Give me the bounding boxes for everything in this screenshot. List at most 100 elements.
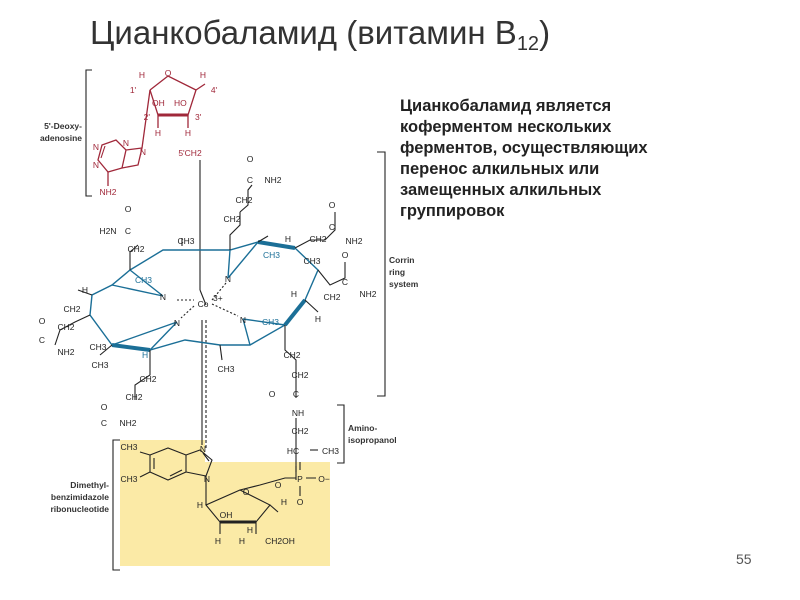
sc-h-1: H <box>285 234 291 244</box>
sc-h-2: H <box>291 289 297 299</box>
dmb-ribose-oh: OH <box>220 510 233 520</box>
adenine-n3: N <box>93 160 99 170</box>
adenosine-2prime: 2' <box>144 112 151 122</box>
corrin-ch3-a: CH3 <box>135 275 152 285</box>
sc-ch2-10: CH2 <box>57 322 74 332</box>
sc-ch2-2: CH2 <box>223 214 240 224</box>
sc-nh2-3: NH2 <box>345 236 362 246</box>
sc-ch2-4: CH2 <box>309 234 326 244</box>
adenine-n9: N <box>140 147 146 157</box>
description-line: перенос алкильных или <box>400 160 600 178</box>
dmb-phosphorus: P <box>297 474 303 484</box>
dmb-ribose-h3: H <box>247 525 253 535</box>
adenosine-5prime-ch2: 5'CH2 <box>178 148 202 158</box>
title-text: Цианкобаламид (витамин B <box>90 14 517 51</box>
sc-ch3-4: CH3 <box>217 364 234 374</box>
label-corrin-1: Corrin <box>389 255 415 265</box>
sc-c-4: C <box>342 277 348 287</box>
dmb-ribonucleotide-group: CH3 CH3 N N H O O P O− O H OH H H CH2OH … <box>120 442 329 546</box>
label-corrin-3: system <box>389 279 419 289</box>
sc-o-1: O <box>247 154 254 164</box>
side-chain-labels: O C NH2 CH2 CH2 O H2N C CH2 CH3 O C NH2 … <box>39 154 377 456</box>
sc-ch2-7: CH2 <box>291 370 308 380</box>
bracket-lines <box>85 69 386 571</box>
dmb-highlight <box>120 440 330 566</box>
dmb-p-o: O <box>297 497 304 507</box>
label-dmb-3: ribonucleotide <box>50 504 109 514</box>
sc-ch2-6: CH2 <box>283 350 300 360</box>
adenosine-ho: HO <box>174 98 187 108</box>
sc-o-2: O <box>125 204 132 214</box>
label-aminoisopropanol-1: Amino- <box>348 423 377 433</box>
dmb-n-1: N <box>204 474 210 484</box>
label-deoxyadenosine-1: 5'-Deoxy- <box>44 121 82 131</box>
label-aminoisopropanol-2: isopropanol <box>348 435 397 445</box>
dmb-ch2oh: CH2OH <box>265 536 295 546</box>
dmb-ribose-h2: H <box>215 536 221 546</box>
sc-nh2-7: NH2 <box>119 418 136 428</box>
sc-ch2-11: CH2 <box>139 374 156 384</box>
sc-o-7: O <box>101 402 108 412</box>
cobalt-charge: 3+ <box>213 293 223 303</box>
deoxyadenosine-group: O H H 1' 4' OH HO 2' 3' H H N N N N NH2 … <box>93 68 218 197</box>
description-line: замещенных алкильных <box>400 181 602 199</box>
sc-ch2-3: CH2 <box>127 244 144 254</box>
corrin-n-1: N <box>160 292 166 302</box>
sc-nh2-1: NH2 <box>264 175 281 185</box>
adenosine-h3: H <box>185 128 191 138</box>
corrin-n-3: N <box>240 315 246 325</box>
adenosine-h1: H <box>139 70 145 80</box>
adenosine-3prime: 3' <box>195 112 202 122</box>
adenosine-oh: OH <box>152 98 165 108</box>
sc-hc: HC <box>287 446 299 456</box>
dmb-ribose-h1: H <box>197 500 203 510</box>
corrin-ring-group: CH3 CH3 CH3 H N N N N Co 3+ <box>54 184 346 480</box>
adenine-n7: N <box>123 138 129 148</box>
sc-o-5: O <box>269 389 276 399</box>
adenosine-4prime: 4' <box>211 85 218 95</box>
dmb-ribose-o: O <box>243 487 250 497</box>
sc-ch3-3: CH3 <box>322 446 339 456</box>
adenine-n1: N <box>93 142 99 152</box>
label-corrin-2: ring <box>389 267 405 277</box>
sc-c-2: C <box>125 226 131 236</box>
sc-ch2-1: CH2 <box>235 195 252 205</box>
adenosine-1prime: 1' <box>130 85 137 95</box>
bracket-labels: 5'-Deoxy- adenosine Corrin ring system A… <box>40 121 419 514</box>
adenosine-o: O <box>165 68 172 78</box>
sc-nh2-4: NH2 <box>359 289 376 299</box>
dmb-ribose-h4: H <box>281 497 287 507</box>
sc-ch3-6: CH3 <box>91 360 108 370</box>
sc-h2n-2: H2N <box>99 226 116 236</box>
corrin-ch3-c: CH3 <box>262 317 279 327</box>
corrin-h-a: H <box>142 350 148 360</box>
adenosine-h4: H <box>200 70 206 80</box>
sc-c-6: C <box>39 335 45 345</box>
sc-c-5: C <box>293 389 299 399</box>
description-line: коферментом нескольких <box>400 118 612 136</box>
adenine-nh2: NH2 <box>99 187 116 197</box>
dmb-ch3-2: CH3 <box>120 474 137 484</box>
corrin-ch3-b: CH3 <box>263 250 280 260</box>
description-line: Цианкобаламид является <box>400 97 612 115</box>
label-deoxyadenosine-2: adenosine <box>40 133 82 143</box>
description-line: ферментов, осуществляющих <box>400 139 648 157</box>
sc-h-3: H <box>315 314 321 324</box>
sc-ch2-12: CH2 <box>125 392 142 402</box>
sc-ch3-1: CH3 <box>177 236 194 246</box>
sc-nh: NH <box>292 408 304 418</box>
sc-o-4: O <box>342 250 349 260</box>
sc-ch2-9: CH2 <box>63 304 80 314</box>
title-close: ) <box>539 14 551 51</box>
sc-ch2-5: CH2 <box>323 292 340 302</box>
title-subscript: 12 <box>516 33 540 55</box>
dmb-n-3: N <box>200 444 206 454</box>
dmb-ch3-1: CH3 <box>120 442 137 452</box>
sc-c-1: C <box>247 175 253 185</box>
label-dmb-1: Dimethyl- <box>70 480 109 490</box>
adenosine-h2: H <box>155 128 161 138</box>
cobalt-atom: Co <box>198 299 209 309</box>
description-line: группировок <box>400 202 505 220</box>
dmb-ribose-h5: H <box>239 536 245 546</box>
